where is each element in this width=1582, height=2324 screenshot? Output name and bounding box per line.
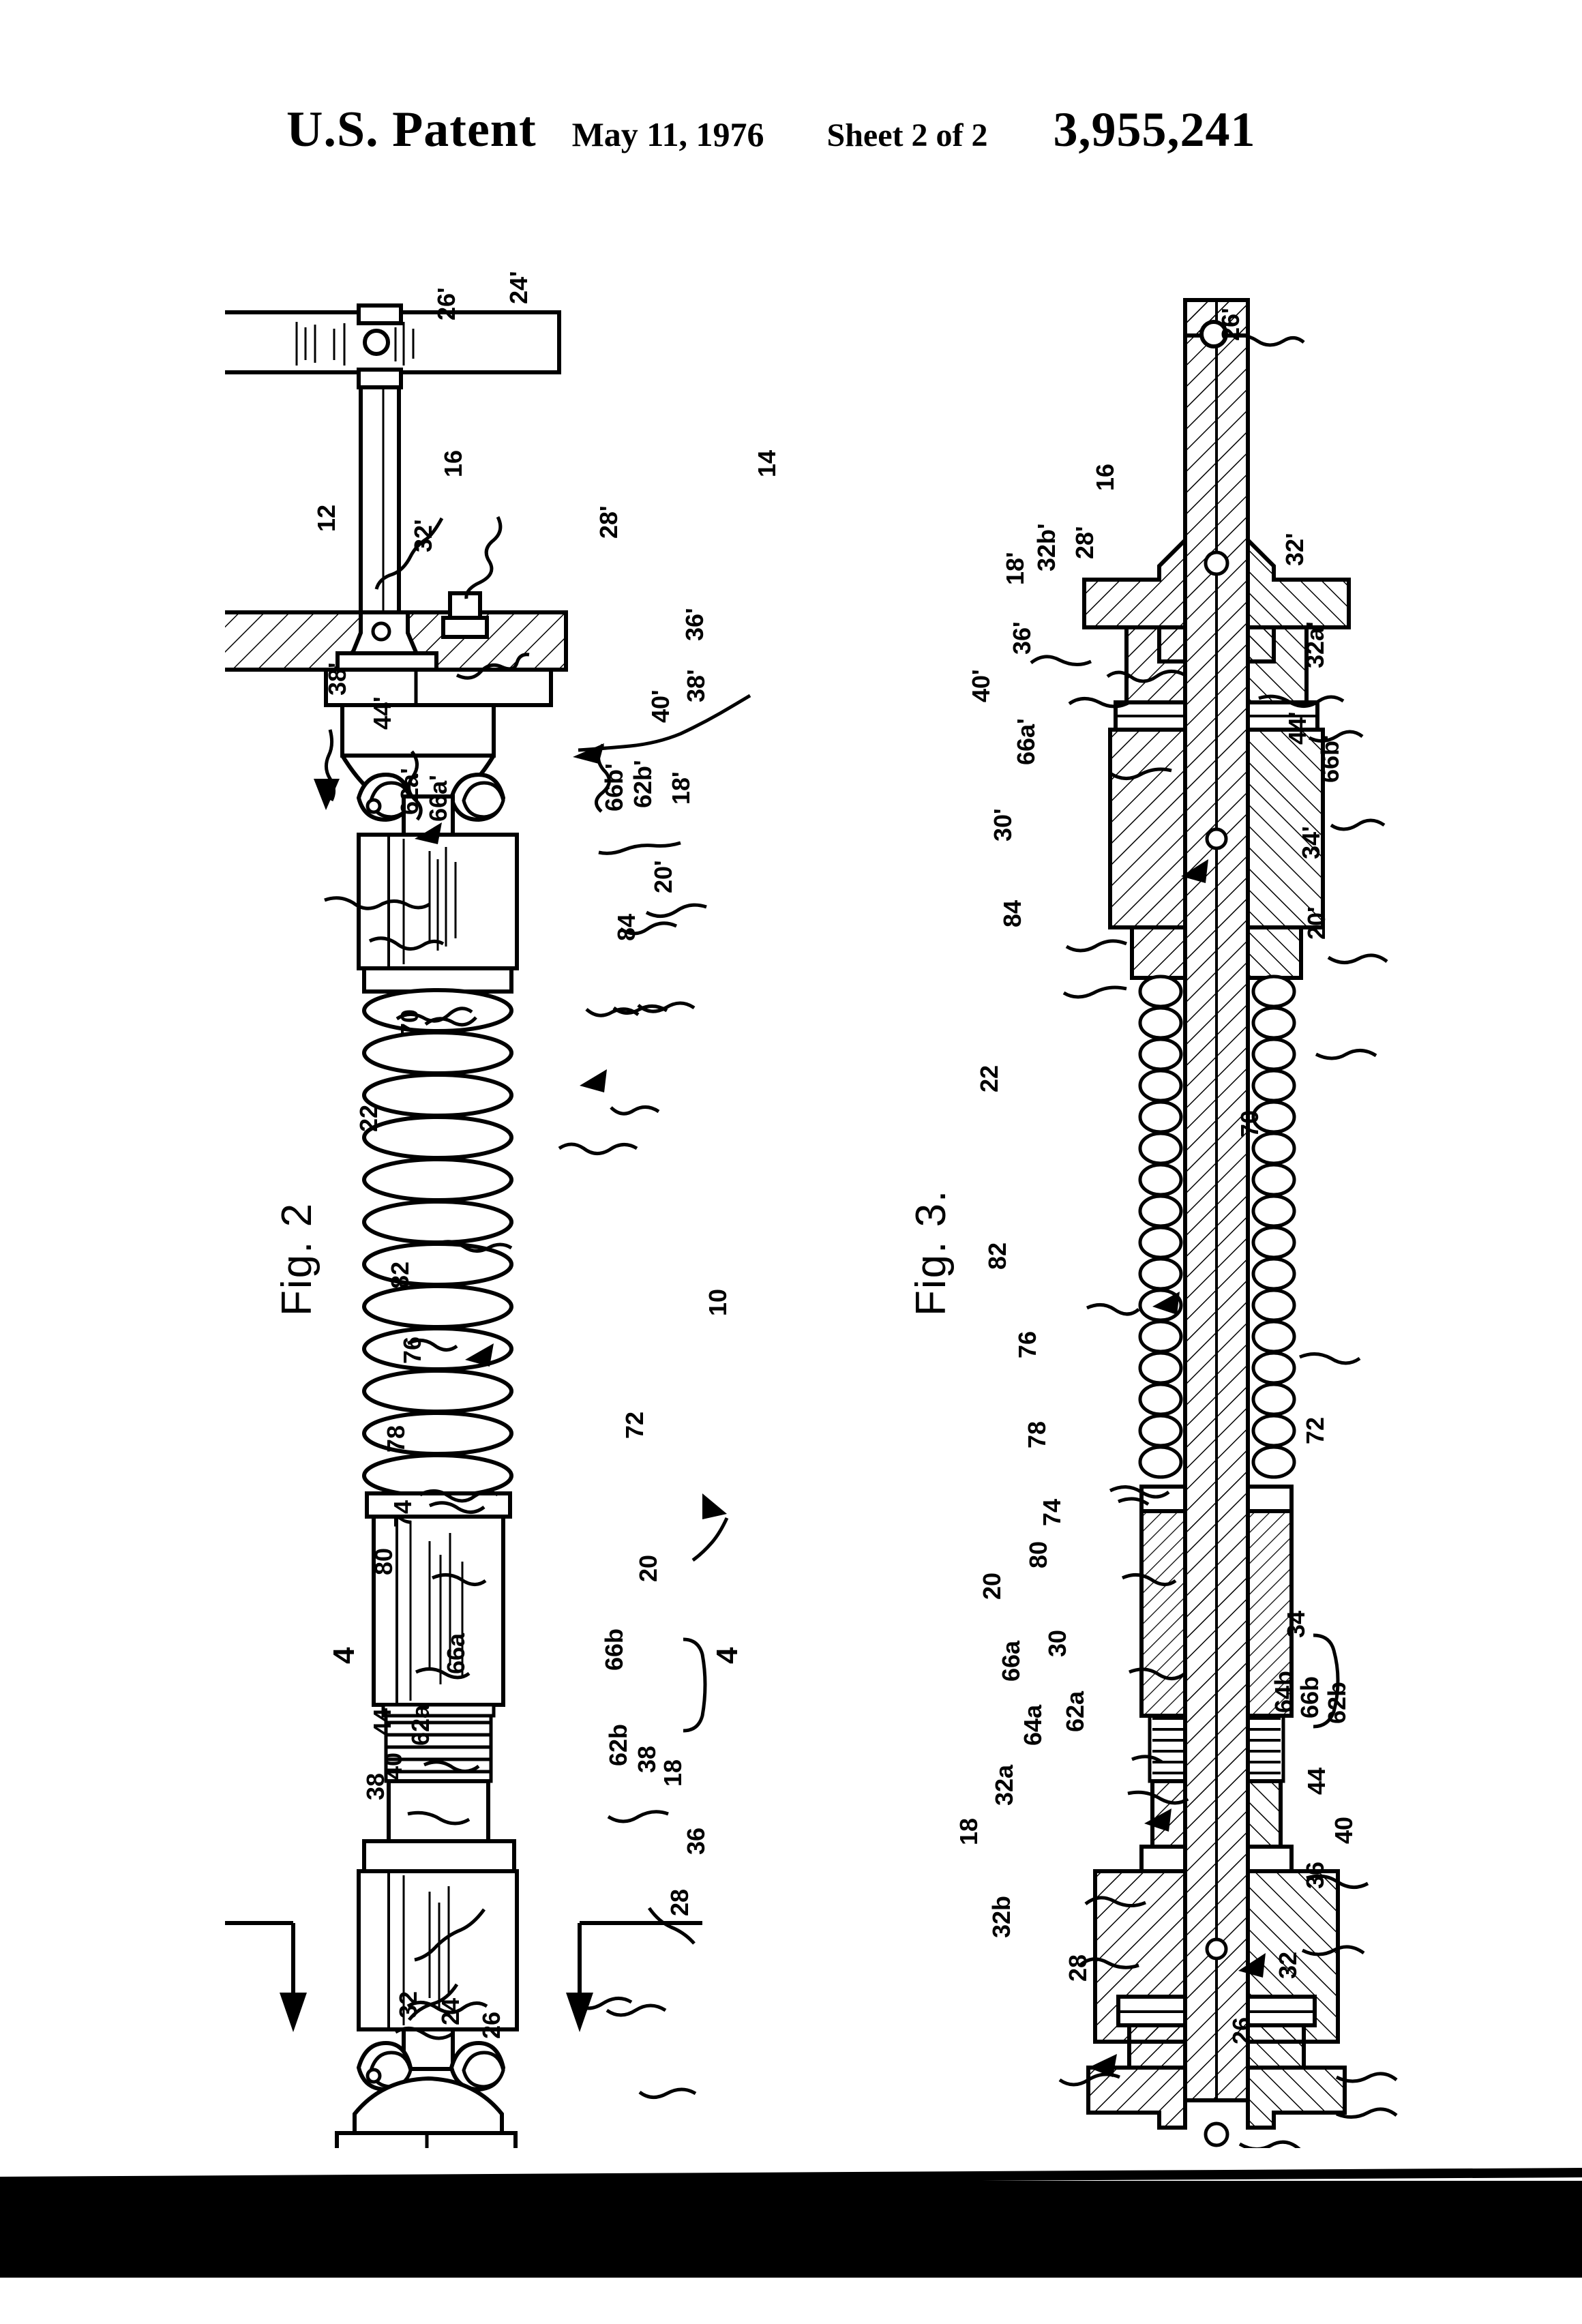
reference-numeral: 28' <box>1071 526 1099 559</box>
reference-numeral: 18' <box>667 771 695 805</box>
reference-numeral: 22 <box>355 1104 383 1132</box>
reference-numeral: 36 <box>1301 1861 1329 1889</box>
reference-numeral: 70 <box>395 1009 423 1037</box>
reference-numeral: 44' <box>368 696 396 730</box>
reference-numeral: 20' <box>1302 906 1330 940</box>
reference-numeral: 66a' <box>424 775 452 822</box>
reference-numeral: 40' <box>646 689 674 723</box>
reference-numeral: 28 <box>666 1888 693 1916</box>
reference-numeral: 28 <box>1064 1954 1092 1982</box>
reference-numeral: 38' <box>323 662 351 696</box>
reference-numeral: 32b' <box>1032 523 1060 571</box>
patent-number: 3,955,241 <box>1053 102 1256 157</box>
reference-numeral: 84 <box>998 899 1026 927</box>
reference-numeral: 80 <box>1024 1540 1052 1568</box>
patent-date: May 11, 1976 <box>571 115 764 153</box>
figure-3-caption: Fig. 3. <box>908 1189 955 1316</box>
reference-numeral: 66b' <box>1316 734 1344 783</box>
reference-numeral: 62b <box>1323 1681 1351 1724</box>
reference-numeral: 24 <box>436 1997 464 2025</box>
page-title: U.S. Patent <box>286 102 537 158</box>
reference-numeral: 40' <box>967 669 995 702</box>
figure-2-drawing <box>225 225 839 2148</box>
reference-numeral: 20' <box>649 860 677 893</box>
reference-numeral: 36' <box>681 608 708 641</box>
reference-numeral: 32' <box>1281 533 1309 566</box>
reference-numeral: 32' <box>409 519 437 552</box>
reference-numeral: 16 <box>1091 463 1119 491</box>
reference-numeral: 34' <box>1297 826 1325 859</box>
reference-numeral: 26' <box>1217 308 1244 341</box>
reference-numeral: 18 <box>659 1759 687 1787</box>
reference-numeral: 26' <box>432 287 460 321</box>
reference-numeral: 72 <box>621 1411 648 1439</box>
reference-numeral: 62a <box>1061 1690 1089 1732</box>
reference-numeral: 16 <box>439 449 467 477</box>
reference-numeral: 44 <box>368 1708 396 1735</box>
reference-numeral: 36' <box>1008 621 1036 655</box>
reference-numeral: 72 <box>1301 1416 1329 1444</box>
reference-numeral: 64a <box>1019 1704 1047 1746</box>
reference-numeral: 40 <box>379 1752 407 1780</box>
reference-numeral: 66a <box>442 1633 470 1674</box>
reference-numeral: 22 <box>975 1064 1003 1092</box>
reference-numeral: 36 <box>682 1827 710 1855</box>
reference-numeral: 66a <box>997 1640 1025 1682</box>
reference-numeral: 26 <box>1227 2016 1255 2044</box>
reference-numeral: 18 <box>955 1817 983 1845</box>
reference-numeral: 10 <box>704 1288 732 1316</box>
reference-numeral: 14 <box>753 449 781 477</box>
reference-numeral: 12 <box>312 504 340 532</box>
reference-numeral: 32 <box>1274 1951 1302 1979</box>
reference-numeral: 26 <box>477 2011 505 2039</box>
reference-numeral: 62a' <box>395 768 423 815</box>
reference-numeral: 66b' <box>600 763 628 811</box>
scan-artifact-bar <box>0 2181 1582 2278</box>
figure-3-drawing <box>859 225 1527 2148</box>
reference-numeral: 66a' <box>1012 718 1040 765</box>
reference-numeral: 4 <box>327 1647 361 1664</box>
reference-numeral: 28' <box>595 505 623 539</box>
reference-numeral: 20 <box>978 1572 1006 1600</box>
reference-numeral: 62b' <box>629 760 657 808</box>
reference-numeral: 64b <box>1270 1670 1298 1713</box>
reference-numeral: 18' <box>1001 552 1029 585</box>
reference-numeral: 4 <box>711 1647 744 1664</box>
reference-numeral: 32a <box>990 1764 1018 1806</box>
sheet-indicator: Sheet 2 of 2 <box>826 117 988 153</box>
reference-numeral: 78 <box>1023 1420 1051 1448</box>
reference-numeral: 20 <box>634 1554 662 1582</box>
reference-numeral: 34 <box>1282 1610 1310 1638</box>
reference-numeral: 66b <box>1296 1675 1324 1718</box>
reference-numeral: 30' <box>989 808 1017 841</box>
reference-numeral: 40 <box>1330 1816 1358 1844</box>
reference-numeral: 66b <box>600 1628 628 1671</box>
reference-numeral: 32a' <box>1301 621 1329 668</box>
reference-numeral: 74 <box>389 1500 417 1528</box>
reference-numeral: 84 <box>612 913 640 941</box>
patent-header: U.S. Patent May 11, 1976 Sheet 2 of 2 3,… <box>0 101 1582 176</box>
reference-numeral: 44 <box>1302 1767 1330 1795</box>
reference-numeral: 38' <box>682 669 710 702</box>
reference-numeral: 70 <box>1236 1109 1264 1137</box>
reference-numeral: 76 <box>1013 1330 1041 1358</box>
reference-numeral: 44' <box>1283 711 1311 745</box>
reference-numeral: 62b <box>604 1723 632 1766</box>
reference-numeral: 76 <box>398 1336 426 1364</box>
reference-numeral: 80 <box>370 1547 398 1575</box>
reference-numeral: 30 <box>1043 1629 1071 1657</box>
reference-numeral: 82 <box>386 1261 414 1289</box>
reference-numeral: 32 <box>394 1991 422 2018</box>
reference-numeral: 82 <box>983 1242 1011 1270</box>
reference-numeral: 78 <box>382 1425 410 1452</box>
reference-numeral: 74 <box>1038 1498 1066 1526</box>
figure-2-caption: Fig. 2 <box>273 1202 320 1316</box>
reference-numeral: 62a <box>406 1704 434 1746</box>
reference-numeral: 24' <box>505 271 533 304</box>
reference-numeral: 38 <box>633 1745 661 1773</box>
reference-numeral: 32b <box>987 1895 1015 1938</box>
